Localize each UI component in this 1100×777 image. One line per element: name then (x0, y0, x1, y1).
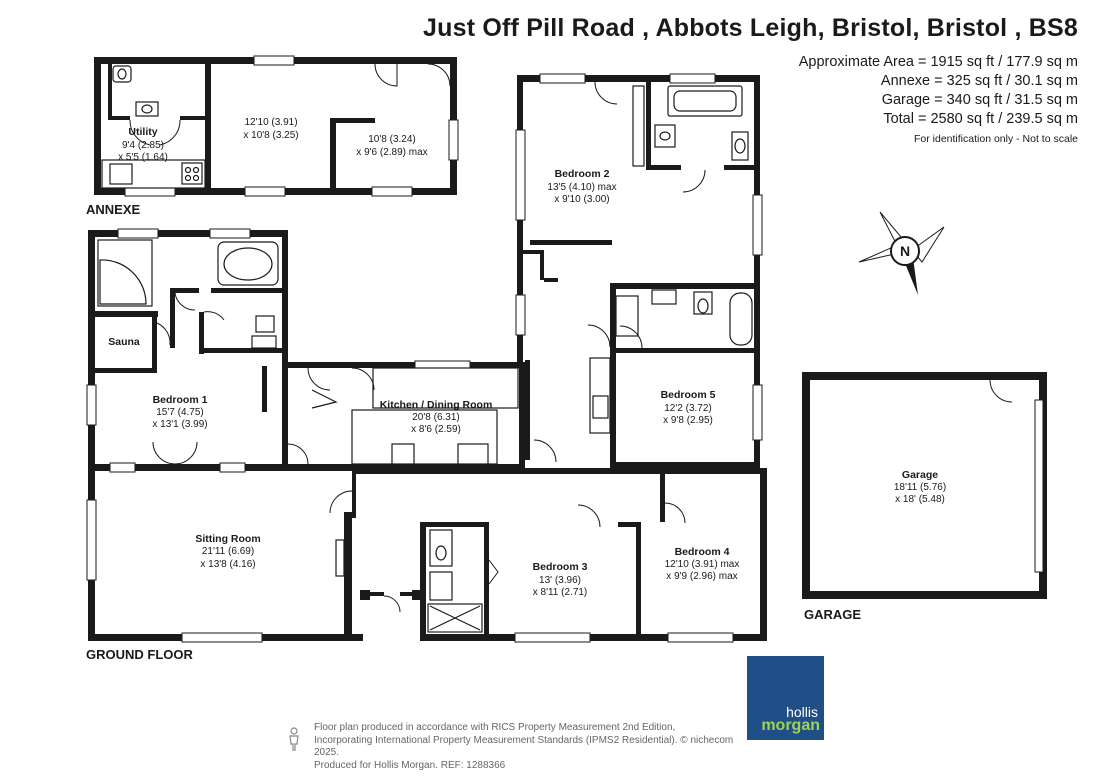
room-label-bedroom3: Bedroom 3 13' (3.96) x 8'11 (2.71) (533, 561, 588, 598)
compass-north-label: N (900, 243, 910, 259)
area-summary: Approximate Area = 1915 sq ft / 177.9 sq… (799, 53, 1078, 129)
annexe-plan (94, 55, 459, 197)
room-dimension: x 9'8 (2.95) (663, 415, 713, 426)
identification-note: For identification only - Not to scale (914, 133, 1078, 145)
floor-label-garage: GARAGE (804, 607, 861, 622)
room-name: Kitchen / Dining Room (380, 399, 493, 411)
area-approximate: Approximate Area = 1915 sq ft / 177.9 sq… (798, 54, 1078, 70)
room-dimension: x 8'11 (2.71) (533, 587, 588, 598)
room-dimension: 13' (3.96) (539, 575, 581, 586)
footer-disclaimer: Floor plan produced in accordance with R… (314, 722, 754, 772)
room-dimension: x 9'6 (2.89) max (356, 147, 427, 158)
area-garage: Garage = 340 sq ft / 31.5 sq m (881, 92, 1078, 108)
room-label-garage: Garage 18'11 (5.76) x 18' (5.48) (894, 469, 946, 505)
logo-text-hollis: hollis (786, 704, 818, 720)
person-scale-icon (289, 727, 299, 751)
room-name: Bedroom 4 (675, 546, 730, 558)
room-label-bedroom5: Bedroom 5 12'2 (3.72) x 9'8 (2.95) (661, 389, 716, 426)
area-annexe: Annexe = 325 sq ft / 30.1 sq m (880, 73, 1078, 89)
room-name: Garage (902, 469, 938, 481)
area-total: Total = 2580 sq ft / 239.5 sq m (883, 111, 1078, 127)
room-dimension: x 9'10 (3.00) (554, 194, 609, 205)
room-name: Bedroom 5 (661, 389, 716, 401)
hollis-morgan-logo: hollis morgan (747, 656, 824, 740)
room-dimension: 12'10 (3.91) max (665, 559, 740, 570)
room-dimension: x 8'6 (2.59) (411, 424, 461, 435)
room-name: Bedroom 1 (153, 394, 208, 406)
logo-text-morgan: morgan (761, 717, 820, 734)
room-label-bedroom2: Bedroom 2 13'5 (4.10) max x 9'10 (3.00) (547, 168, 616, 205)
room-dimension: x 10'8 (3.25) (243, 130, 298, 141)
room-name: Utility (128, 126, 157, 138)
floor-label-ground: GROUND FLOOR (86, 647, 193, 662)
room-label-annexe-room1: 12'10 (3.91) x 10'8 (3.25) (243, 117, 298, 141)
room-label-annexe-room2: 10'8 (3.24) x 9'6 (2.89) max (356, 134, 427, 158)
room-label-sauna: Sauna (108, 336, 140, 348)
room-label-bedroom1: Bedroom 1 15'7 (4.75) x 13'1 (3.99) (152, 394, 207, 430)
room-dimension: x 5'5 (1.64) (118, 152, 168, 163)
room-name: Sauna (108, 336, 140, 348)
room-dimension: 10'8 (3.24) (368, 134, 416, 145)
footer-line: Produced for Hollis Morgan. REF: 1288366 (314, 759, 506, 771)
room-name: Bedroom 2 (555, 168, 610, 180)
room-dimension: x 18' (5.48) (895, 494, 945, 505)
room-dimension: 12'10 (3.91) (244, 117, 297, 128)
property-title: Just Off Pill Road , Abbots Leigh, Brist… (423, 14, 1078, 42)
room-dimension: 20'8 (6.31) (412, 412, 460, 423)
room-dimension: x 13'8 (4.16) (200, 559, 255, 570)
garage-plan (802, 372, 1047, 599)
floor-label-annexe: ANNEXE (86, 202, 141, 217)
room-dimension: 21'11 (6.69) (202, 546, 254, 557)
room-dimension: 13'5 (4.10) max (547, 182, 616, 193)
room-name: Sitting Room (195, 533, 260, 545)
ground-floor-plan (86, 73, 767, 643)
room-name: Bedroom 3 (533, 561, 588, 573)
footer-line: Incorporating International Property Mea… (314, 734, 734, 759)
room-dimension: 12'2 (3.72) (664, 403, 712, 414)
room-label-utility: Utility 9'4 (2.85) x 5'5 (1.64) (118, 126, 168, 163)
room-dimension: 15'7 (4.75) (156, 407, 204, 418)
room-label-bedroom4: Bedroom 4 12'10 (3.91) max x 9'9 (2.96) … (665, 546, 740, 582)
room-dimension: 9'4 (2.85) (122, 140, 164, 151)
room-dimension: x 13'1 (3.99) (152, 419, 207, 430)
footer-line: Floor plan produced in accordance with R… (314, 722, 676, 733)
room-label-sitting-room: Sitting Room 21'11 (6.69) x 13'8 (4.16) (195, 533, 260, 570)
room-label-kitchen: Kitchen / Dining Room 20'8 (6.31) x 8'6 … (380, 399, 493, 435)
compass: N (858, 211, 945, 295)
room-dimension: x 9'9 (2.96) max (666, 571, 737, 582)
room-dimension: 18'11 (5.76) (894, 482, 946, 493)
